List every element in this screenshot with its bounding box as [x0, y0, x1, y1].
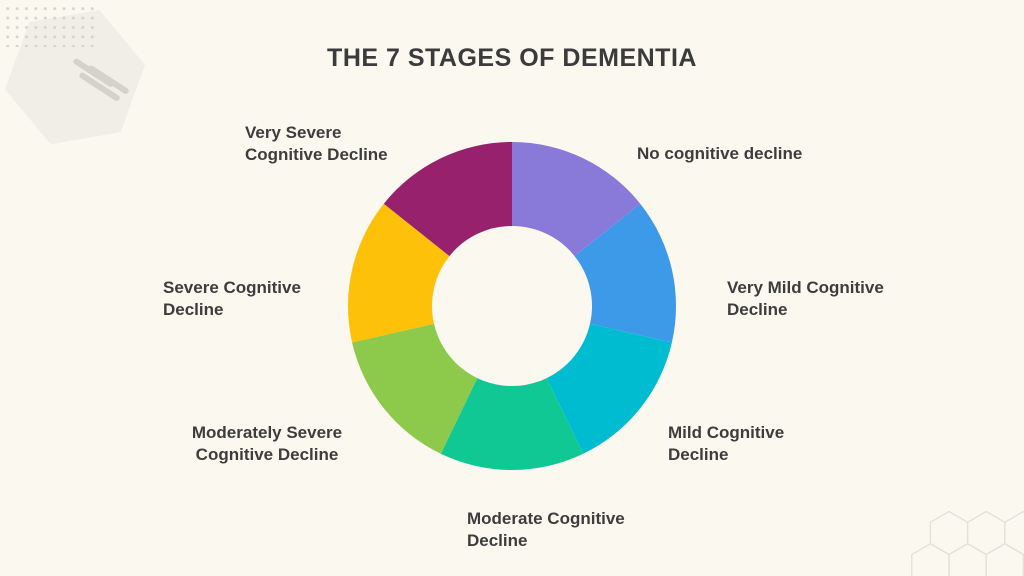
honeycomb-decoration — [911, 510, 1024, 576]
chart-label-severe-cognitive-decline: Severe Cognitive Decline — [163, 278, 301, 319]
chart-label-very-mild-cognitive-decline: Very Mild Cognitive Decline — [727, 278, 884, 319]
donut-segment-very-severe-cognitive-decline — [383, 142, 512, 257]
donut-segment-moderately-severe-cognitive-decline — [352, 323, 478, 454]
dot-grid-decoration — [3, 4, 97, 47]
donut-segment-very-mild-cognitive-decline — [574, 203, 677, 343]
chart-label-no-cognitive-decline: No cognitive decline — [637, 144, 803, 163]
donut-segment-no-cognitive-decline — [512, 142, 641, 257]
chart-label-mild-cognitive-decline: Mild Cognitive Decline — [668, 423, 785, 464]
page-title: THE 7 STAGES OF DEMENTIA — [327, 44, 697, 72]
chart-label-moderate-cognitive-decline: Moderate Cognitive Decline — [467, 509, 625, 550]
chart-label-very-severe-cognitive-decline: Very Severe Cognitive Decline — [245, 123, 388, 164]
chart-label-moderately-severe-cognitive-decline: Moderately Severe Cognitive Decline — [191, 423, 343, 464]
donut-segment-moderate-cognitive-decline — [440, 378, 584, 471]
donut-segment-severe-cognitive-decline — [347, 203, 450, 343]
donut-segment-mild-cognitive-decline — [546, 323, 672, 454]
